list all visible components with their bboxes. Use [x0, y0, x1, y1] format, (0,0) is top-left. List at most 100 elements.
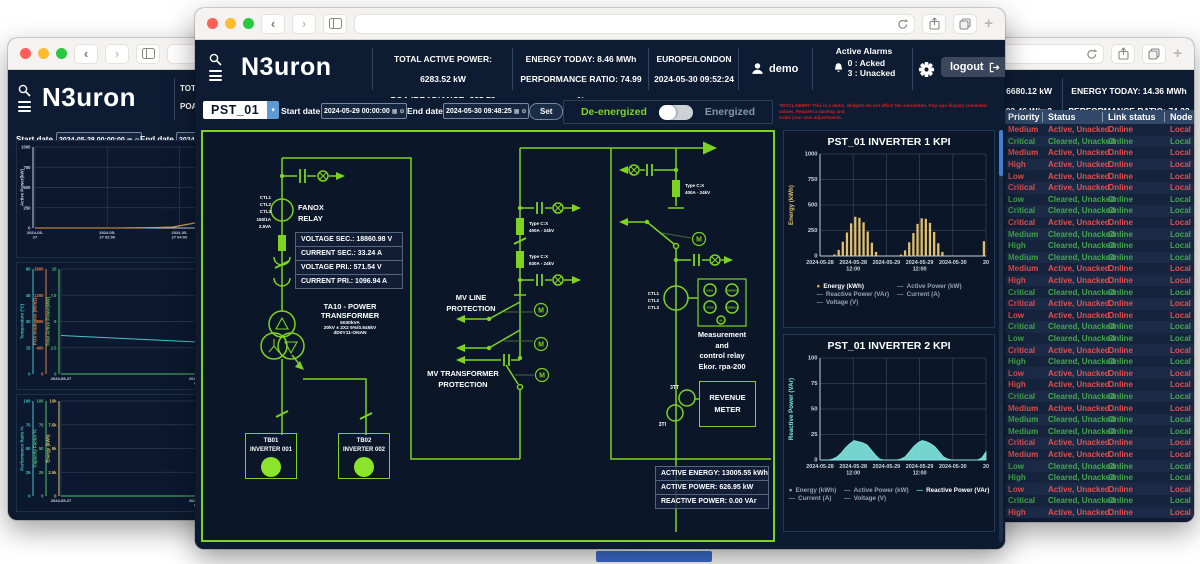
svg-text:30: 30: [26, 319, 31, 324]
priority-cell: Critical: [1008, 322, 1036, 332]
svg-text:Capacity Factor %: Capacity Factor %: [33, 429, 38, 467]
legend-item[interactable]: —Voltage (V): [816, 299, 859, 306]
svg-text:0: 0: [814, 458, 817, 464]
legend-item[interactable]: —Current (A): [788, 495, 832, 502]
svg-text:Reactive Power (VAr): Reactive Power (VAr): [788, 378, 795, 440]
priority-cell: High: [1008, 357, 1026, 367]
status-cell: Active, Unacked: [1048, 276, 1110, 286]
status-cell: Cleared, Unacked: [1048, 333, 1116, 343]
column-header[interactable]: Node: [1164, 112, 1194, 122]
link-cell: Online: [1108, 299, 1133, 309]
minimize-window-button[interactable]: [38, 48, 49, 59]
status-cell: Active, Unacked: [1048, 449, 1110, 459]
status-cell: Cleared, Unacked: [1048, 241, 1116, 251]
close-window-button[interactable]: [20, 48, 31, 59]
center-toolbar: PST_01 ▾ Start date 2024-05-29 00:00:00▦…: [195, 98, 1005, 128]
status-cell: Active, Unacked: [1048, 380, 1110, 390]
status-cell: Cleared, Unacked: [1048, 496, 1116, 506]
bell-icon: [834, 63, 842, 72]
zoom-window-button[interactable]: [56, 48, 67, 59]
node-cell: Local: [1170, 438, 1191, 448]
status-cell: Cleared, Unacked: [1048, 391, 1116, 401]
link-cell: Online: [1108, 264, 1133, 274]
close-window-button[interactable]: [207, 18, 218, 29]
settings-gear-icon[interactable]: [918, 61, 935, 78]
total-active-power-stat: ER: 6680.12 kW: [989, 86, 1052, 96]
zoom-window-button[interactable]: [243, 18, 254, 29]
energize-toggle[interactable]: [658, 104, 693, 120]
active-alarms-block[interactable]: Active Alarms 0 : Acked 3 : Unacked: [817, 46, 911, 78]
forward-icon[interactable]: ›: [105, 43, 129, 64]
set-button[interactable]: Set: [529, 103, 564, 120]
address-bar[interactable]: [354, 13, 916, 34]
link-cell: Online: [1108, 160, 1133, 170]
active-alarms-title: Active Alarms: [835, 46, 893, 56]
back-icon[interactable]: ‹: [261, 13, 285, 34]
user-menu[interactable]: demo: [751, 62, 798, 75]
node-cell: Local: [1170, 507, 1191, 517]
share-icon[interactable]: [922, 13, 947, 34]
status-cell: Cleared, Unacked: [1048, 426, 1116, 436]
svg-text:250: 250: [24, 205, 32, 210]
fuse-type-label: Type C:X: [529, 221, 548, 226]
share-icon[interactable]: [1111, 43, 1136, 64]
station-selector[interactable]: PST_01 ▾: [203, 101, 280, 119]
priority-cell: Low: [1008, 310, 1024, 320]
new-tab-icon[interactable]: +: [1173, 45, 1182, 62]
svg-text:1000: 1000: [805, 152, 818, 158]
node-cell: Local: [1170, 194, 1191, 204]
single-line-diagram[interactable]: CTL1 CTL2 CTL3 150/1A 2.5VA Type C:X 400…: [201, 130, 775, 542]
column-header[interactable]: Link status: [1102, 112, 1170, 122]
minimize-window-button[interactable]: [225, 18, 236, 29]
priority-cell: High: [1008, 241, 1026, 251]
legend-item[interactable]: —Active Power (kW): [844, 487, 909, 494]
node-cell: Local: [1170, 264, 1191, 274]
priority-cell: Low: [1008, 484, 1024, 494]
menu-icon-stack[interactable]: [209, 53, 222, 81]
legend-item[interactable]: ●Energy (kWh): [816, 283, 864, 290]
priority-cell: Medium: [1008, 252, 1039, 262]
node-cell: Local: [1170, 449, 1191, 459]
main-content: CTL1 CTL2 CTL3 150/1A 2.5VA Type C:X 400…: [195, 128, 1005, 549]
sidebar-icon[interactable]: [323, 13, 347, 34]
priority-cell: High: [1008, 507, 1026, 517]
end-date-input[interactable]: 2024-05-30 09:48:25▦⊙: [443, 103, 530, 119]
svg-text:60: 60: [26, 267, 31, 272]
priority-cell: Critical: [1008, 183, 1036, 193]
legend-item[interactable]: —Current (A): [897, 291, 940, 298]
link-cell: Online: [1108, 391, 1133, 401]
status-cell: Active, Unacked: [1048, 264, 1110, 274]
column-header[interactable]: Priority: [1008, 112, 1040, 122]
legend-item[interactable]: —Active Power (kW): [897, 283, 962, 290]
end-date-label: End date: [140, 135, 174, 144]
logout-button[interactable]: logout: [941, 57, 1005, 77]
sidebar-icon[interactable]: [136, 43, 160, 64]
start-date-input[interactable]: 2024-05-29 00:00:00▦⊙: [321, 103, 408, 119]
chevron-down-icon[interactable]: ▾: [267, 101, 280, 119]
legend-item[interactable]: —Voltage (V): [844, 495, 887, 502]
scrollbar[interactable]: [999, 130, 1003, 542]
logout-label: logout: [950, 61, 984, 73]
legend-item[interactable]: —Reactive Power (VAr): [816, 291, 890, 298]
relay-function: 27/59: [707, 306, 714, 310]
link-cell: Online: [1108, 194, 1133, 204]
tabs-icon[interactable]: [1142, 43, 1167, 64]
menu-icon-stack[interactable]: [18, 84, 31, 112]
link-cell: Online: [1108, 438, 1133, 448]
link-cell: Online: [1108, 148, 1133, 158]
svg-text:10: 10: [52, 267, 57, 272]
forward-icon[interactable]: ›: [292, 13, 316, 34]
back-icon[interactable]: ‹: [74, 43, 98, 64]
scrollbar-thumb[interactable]: [999, 130, 1003, 176]
tabs-icon[interactable]: [953, 13, 978, 34]
chart-legend: ●Energy (kWh) —Active Power (kW) —Reactive…: [786, 487, 992, 502]
new-tab-icon[interactable]: +: [984, 15, 993, 32]
link-cell: Online: [1108, 415, 1133, 425]
alarms-acked-count: 0 : Acked: [847, 58, 886, 68]
legend-item[interactable]: —Reactive Power (VAr): [916, 487, 990, 494]
column-header[interactable]: Status: [1042, 112, 1108, 122]
legend-item[interactable]: ●Energy (kWh): [788, 487, 837, 494]
